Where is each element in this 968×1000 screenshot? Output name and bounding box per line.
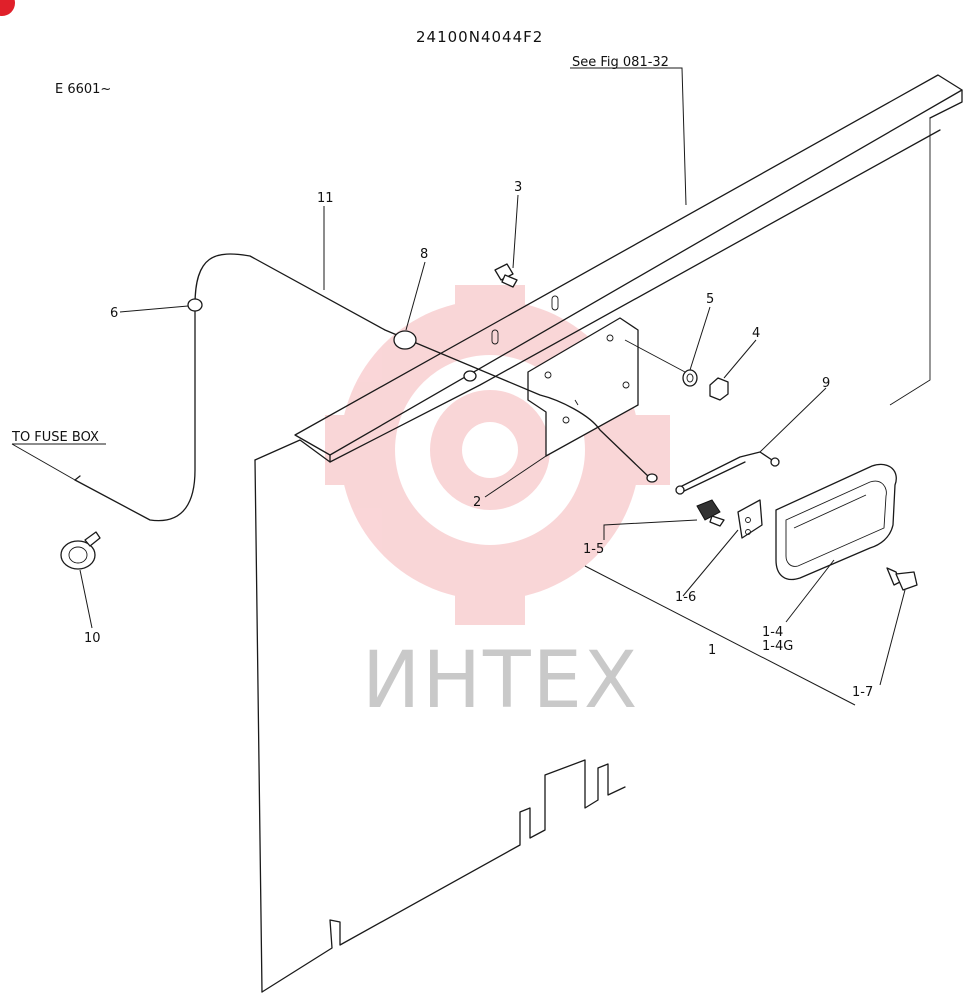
callout-11: 11 (317, 191, 334, 206)
wire-harness-part-11 (74, 253, 658, 522)
bracket-part-1-6-icon (737, 499, 763, 539)
callout-1-6: 1-6 (675, 590, 696, 605)
screw-part-1-7-icon (886, 567, 918, 591)
serial-range-label: E 6601~ (55, 82, 111, 97)
to-fuse-box-label: TO FUSE BOX (11, 430, 99, 445)
callout-2: 2 (473, 495, 481, 510)
grommet-part-8 (393, 330, 417, 350)
bracket-part-2 (527, 317, 639, 457)
callout-5: 5 (706, 292, 714, 307)
callout-1-4: 1-4 (762, 625, 783, 640)
switch-part-1-5-icon (696, 499, 725, 527)
top-rail (294, 74, 963, 463)
callout-6: 6 (110, 306, 118, 321)
wire-part-9 (675, 451, 780, 495)
callout-1-4g: 1-4G (762, 639, 793, 654)
washer-part-5-icon (682, 369, 698, 387)
clamp-part-10-icon (60, 531, 101, 570)
callout-10: 10 (84, 631, 101, 646)
callout-1: 1 (708, 643, 716, 658)
part-number-title: 24100N4044F2 (416, 28, 543, 46)
slot-holes (491, 295, 559, 345)
watermark-text: ИНТЕХ (362, 636, 639, 726)
callout-8: 8 (420, 247, 428, 262)
nut-part-4-icon (709, 377, 729, 401)
callout-1-7: 1-7 (852, 685, 873, 700)
callout-3: 3 (514, 180, 522, 195)
corner-badge-icon (0, 0, 15, 16)
callout-1-5: 1-5 (583, 542, 604, 557)
see-fig-reference: See Fig 081-32 (572, 55, 669, 70)
bolt-part-3-icon (494, 263, 518, 288)
leader-lines (11, 67, 906, 706)
callout-4: 4 (752, 326, 760, 341)
lamp-part-1-4-icon (775, 463, 897, 581)
clip-part-6 (187, 298, 203, 312)
callout-9: 9 (822, 376, 830, 391)
